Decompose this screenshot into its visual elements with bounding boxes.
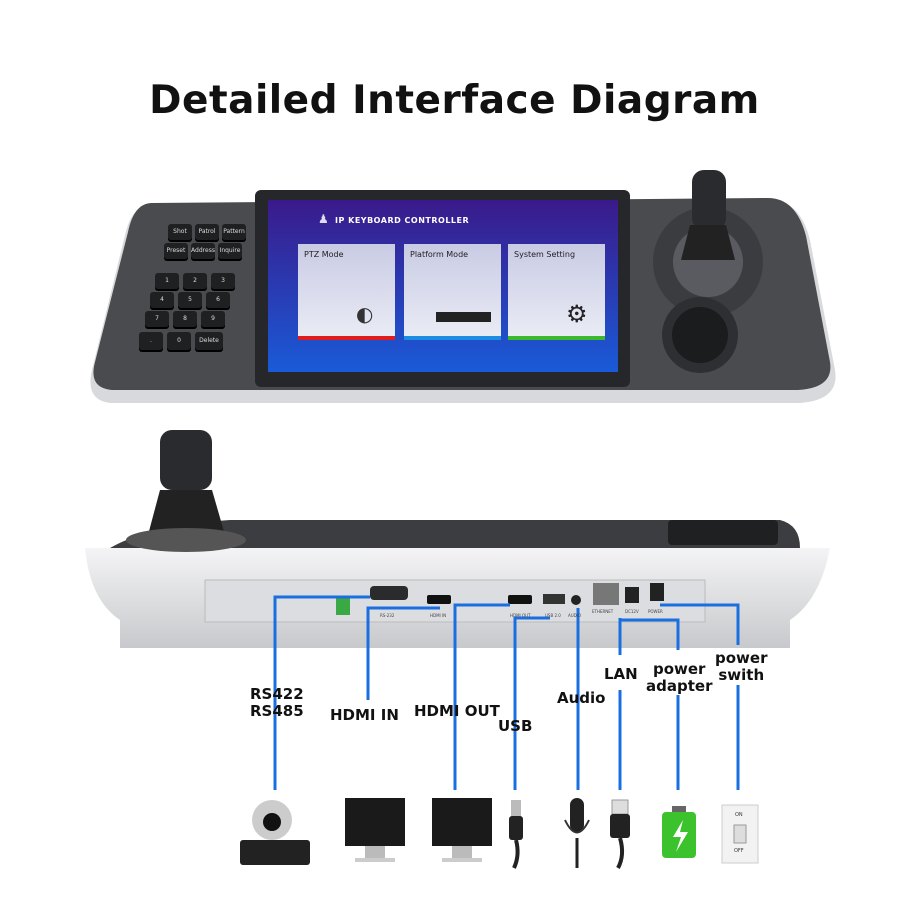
power-switch-icon bbox=[721, 804, 759, 864]
key-3[interactable]: 3 bbox=[211, 273, 235, 289]
key-2[interactable]: 2 bbox=[183, 273, 207, 289]
label-audio: Audio bbox=[557, 689, 606, 707]
nvr-icon bbox=[436, 312, 491, 322]
label-hdmi-in: HDMI IN bbox=[330, 706, 399, 724]
key-inquire[interactable]: Inquire bbox=[218, 243, 242, 259]
key-5[interactable]: 5 bbox=[178, 292, 202, 308]
port-label-ethernet: ETHERNET bbox=[592, 609, 614, 614]
port-label-hdmi-in: HDMI IN bbox=[430, 613, 447, 618]
key-preset[interactable]: Preset bbox=[164, 243, 188, 259]
port-label-hdmi-out: HDMI OUT bbox=[510, 613, 531, 618]
key-delete[interactable]: Delete bbox=[195, 332, 223, 350]
operator-icon: ♟ bbox=[318, 212, 329, 226]
terminal-block bbox=[336, 597, 350, 615]
label-hdmi-out: HDMI OUT bbox=[414, 702, 500, 720]
port-label-usb: USB 2.0 bbox=[545, 613, 561, 618]
port-label-rs232: RS-232 bbox=[380, 613, 395, 618]
key-9[interactable]: 9 bbox=[201, 311, 225, 327]
key-pattern[interactable]: Pattern bbox=[222, 224, 246, 240]
switch-on-label: ON bbox=[735, 812, 743, 818]
usb-cable-icon bbox=[509, 800, 523, 869]
monitor-icon bbox=[345, 798, 405, 862]
ptz-camera-icon bbox=[240, 800, 310, 865]
connector-lines bbox=[273, 595, 740, 790]
label-lan: LAN bbox=[604, 665, 638, 683]
ethernet-cable-icon bbox=[610, 799, 630, 869]
key-address[interactable]: Address bbox=[191, 243, 215, 259]
port-label-audio: AUDIO bbox=[568, 613, 582, 618]
key-1[interactable]: 1 bbox=[155, 273, 179, 289]
label-usb: USB bbox=[498, 717, 533, 735]
key-0[interactable]: 0 bbox=[167, 332, 191, 350]
ptz-mode-card[interactable]: PTZ Mode◐ bbox=[298, 244, 395, 340]
battery-icon bbox=[662, 806, 696, 858]
key-7[interactable]: 7 bbox=[145, 311, 169, 327]
key-shot[interactable]: Shot bbox=[168, 224, 192, 240]
page-title: Detailed Interface Diagram bbox=[149, 78, 760, 123]
screen-header: IP KEYBOARD CONTROLLER bbox=[335, 216, 470, 225]
microphone-icon bbox=[564, 798, 590, 868]
key-6[interactable]: 6 bbox=[206, 292, 230, 308]
platform-mode-card[interactable]: Platform Mode bbox=[404, 244, 501, 340]
key-patrol[interactable]: Patrol bbox=[195, 224, 219, 240]
monitor-icon bbox=[432, 798, 492, 862]
system-setting-card[interactable]: System Setting⚙ bbox=[508, 244, 605, 340]
port-label-power: POWER bbox=[648, 609, 663, 614]
dome-camera-icon: ◐ bbox=[356, 302, 374, 326]
key-8[interactable]: 8 bbox=[173, 311, 197, 327]
key-4[interactable]: 4 bbox=[150, 292, 174, 308]
port-label-dc12v: DC12V bbox=[625, 609, 639, 614]
switch-off-label: OFF bbox=[734, 848, 744, 854]
gear-icon: ⚙ bbox=[566, 300, 588, 328]
key-dot[interactable]: . bbox=[139, 332, 163, 350]
